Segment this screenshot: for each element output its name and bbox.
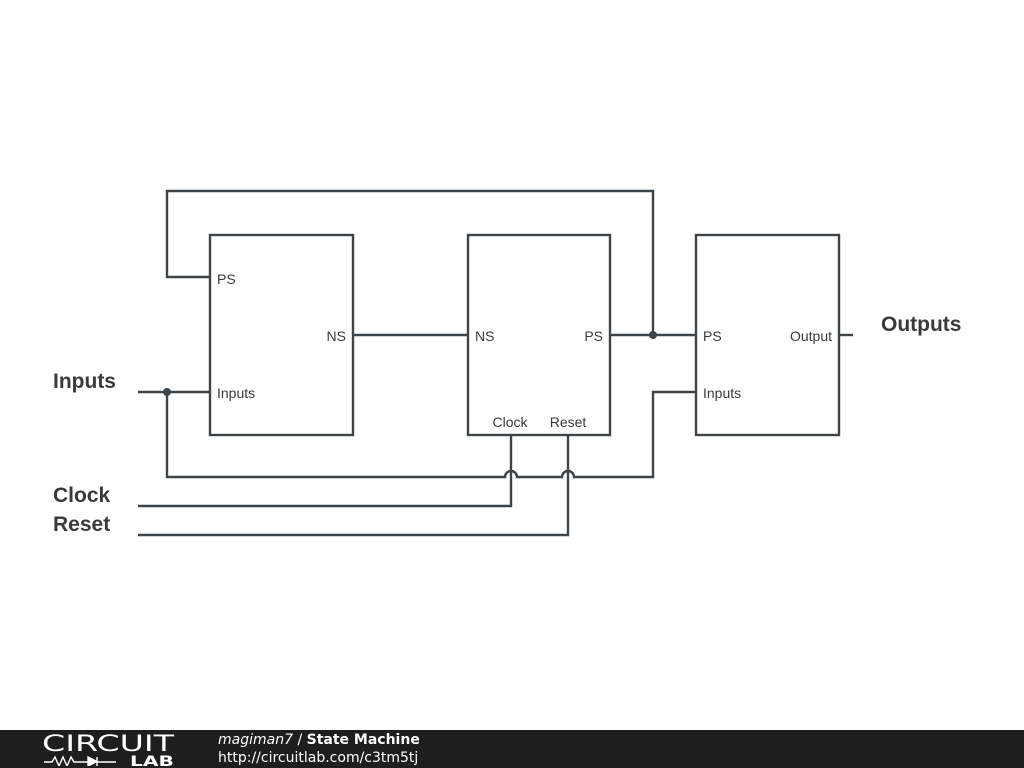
circuit-info: magiman7 / State Machine http://circuitl… <box>218 731 420 767</box>
block2-reset-label: Reset <box>550 414 587 430</box>
block3-output-label: Output <box>790 328 832 344</box>
inputs-junction-dot <box>163 388 171 396</box>
byline-separator: / <box>297 732 303 748</box>
next-state-logic-block <box>208 233 355 437</box>
output-logic-block <box>694 233 841 437</box>
circuit-byline: magiman7 / State Machine <box>218 731 420 749</box>
author-link[interactable]: magiman7 <box>218 732 293 748</box>
block2-ps-label: PS <box>584 328 603 344</box>
block3-ps-label: PS <box>703 328 722 344</box>
circuit-url-link[interactable]: http://circuitlab.com/c3tm5tj <box>218 750 419 766</box>
state-machine-schematic: PS NS Inputs NS PS Clock Reset PS Inputs… <box>53 189 961 537</box>
block2-clock-label: Clock <box>492 414 528 430</box>
circuit-title-link[interactable]: State Machine <box>306 732 420 748</box>
logo-lab-text: LAB <box>130 754 174 766</box>
inputs-signal-label: Inputs <box>53 370 116 393</box>
state-register-block <box>466 233 612 437</box>
ps-junction-dot <box>649 331 657 339</box>
footer-bar: CIRCUIT LAB magiman7 / State Machine htt… <box>0 730 1024 768</box>
block1-ps-label: PS <box>217 271 236 287</box>
reset-wire <box>138 435 570 537</box>
block1-ns-label: NS <box>327 328 346 344</box>
reset-signal-label: Reset <box>53 513 110 536</box>
clock-signal-label: Clock <box>53 484 111 507</box>
outputs-signal-label: Outputs <box>881 313 961 336</box>
block1-inputs-label: Inputs <box>217 385 255 401</box>
resistor-symbol-icon <box>44 755 88 766</box>
block3-inputs-label: Inputs <box>703 385 741 401</box>
clock-wire <box>138 435 513 508</box>
block2-ns-label: NS <box>475 328 494 344</box>
inputs-bus-wire <box>165 390 696 479</box>
feedback-wire <box>165 189 655 335</box>
diode-symbol-icon <box>87 755 116 766</box>
logo-circuit-text: CIRCUIT <box>42 732 175 757</box>
circuitlab-logo[interactable]: CIRCUIT LAB <box>42 732 177 766</box>
